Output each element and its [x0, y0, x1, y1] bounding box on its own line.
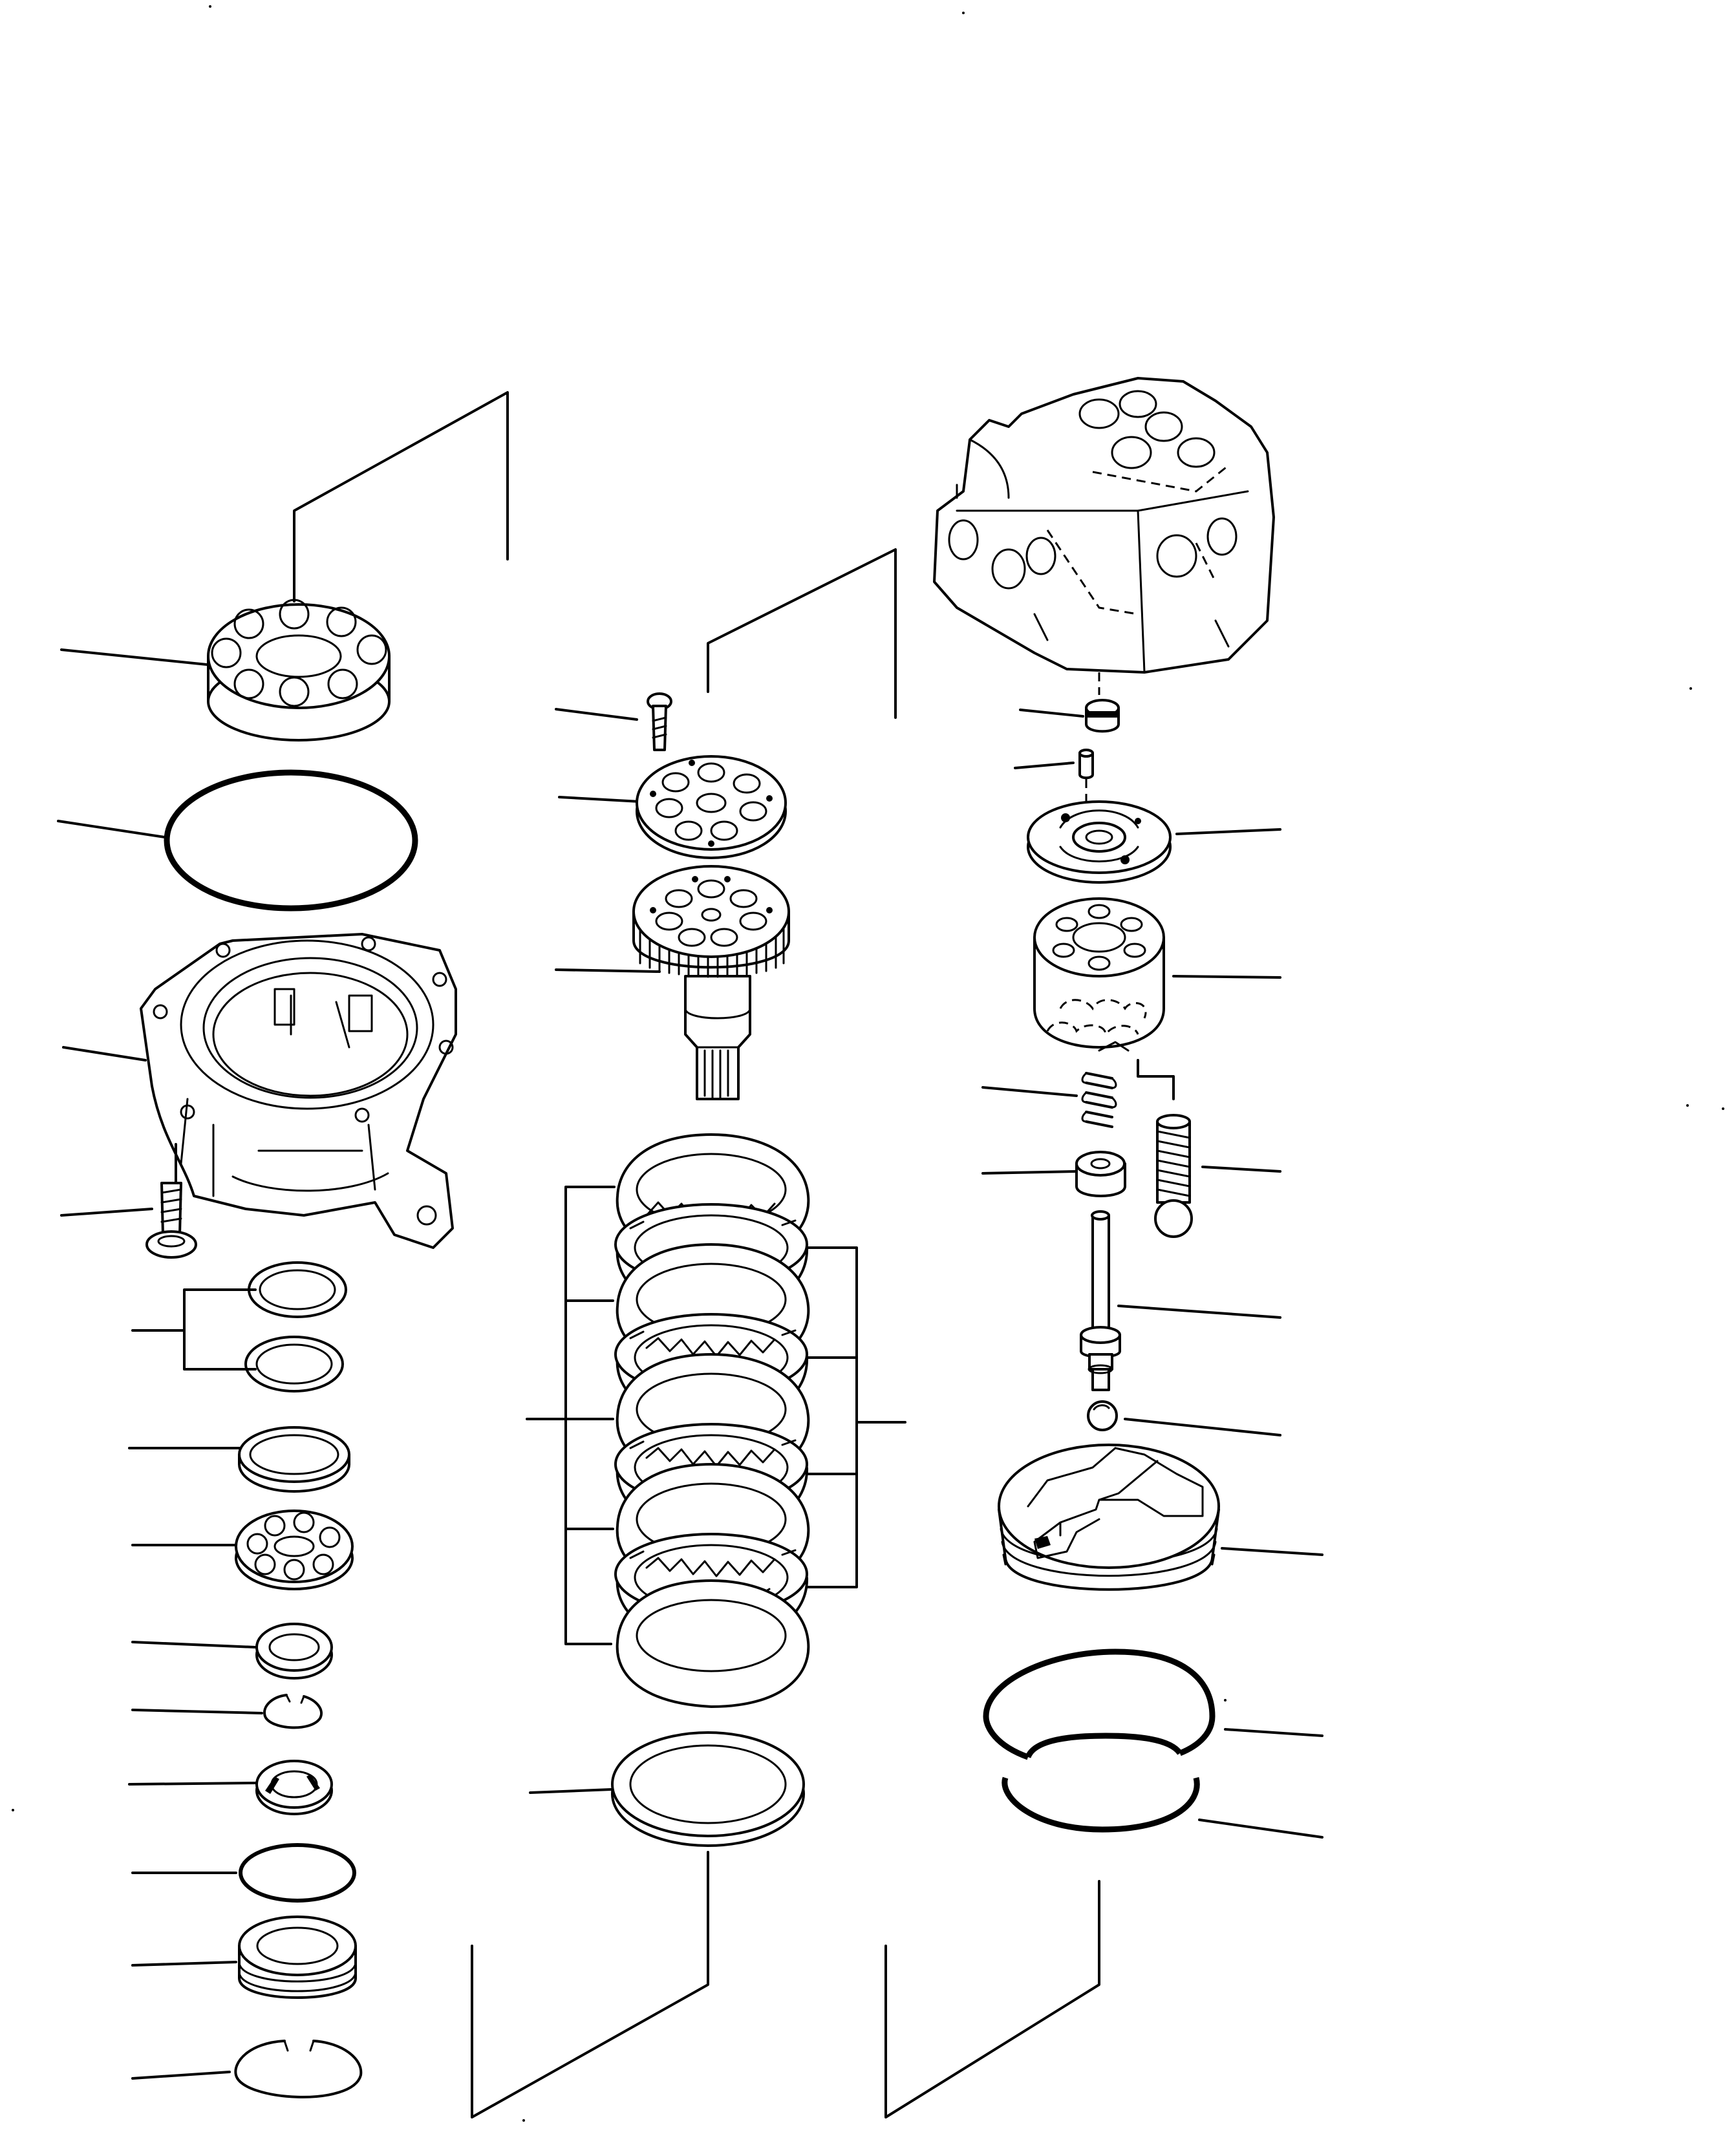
oil-seal	[255, 1623, 333, 1680]
leader-lines	[57, 648, 1323, 2080]
brake-piston	[998, 1444, 1220, 1591]
bracket-bottom-center	[471, 1851, 709, 2118]
ball-bearing-upper	[207, 599, 391, 742]
o-ring-large	[164, 769, 418, 912]
pin	[1078, 749, 1094, 808]
collar	[238, 1915, 357, 1999]
steel-ball	[1087, 1400, 1118, 1431]
friction-left-bracket	[564, 1186, 616, 1645]
cylinder-block	[1033, 897, 1165, 1052]
friction-disc-pack	[614, 1133, 810, 1708]
check-plug	[1085, 699, 1120, 733]
snap-ring-small	[263, 1694, 323, 1729]
shim-upper	[248, 1261, 347, 1318]
ball-bearing-lower	[235, 1510, 354, 1590]
scan-specks	[12, 5, 1724, 2122]
retainer-plate	[636, 755, 787, 859]
bracket-lines	[131, 391, 1175, 2118]
push-rod	[1080, 1210, 1121, 1391]
separator-plate-5	[616, 1579, 810, 1708]
bearing-race	[238, 1426, 350, 1493]
piston-shoe	[1154, 1114, 1193, 1238]
seal-ring	[255, 1760, 333, 1815]
snap-ring-large	[234, 2040, 363, 2098]
o-ring-inner	[1002, 1777, 1200, 1833]
shim-bracket	[183, 1288, 257, 1371]
valve-casing	[933, 377, 1275, 695]
spring-seat	[1075, 1151, 1126, 1197]
shim-lower	[244, 1336, 344, 1392]
thrust-washer	[611, 1731, 805, 1847]
spring	[1081, 1072, 1117, 1128]
shaft-cylinder	[632, 865, 790, 1100]
piston-bracket	[1137, 1059, 1175, 1100]
bracket-top-center	[707, 548, 897, 719]
valve-plate	[1027, 800, 1172, 884]
bracket-top-left	[293, 391, 509, 603]
friction-right-bracket	[800, 1246, 858, 1588]
retainer-screw	[647, 692, 672, 751]
motor-housing	[140, 933, 457, 1249]
o-ring-small	[239, 1843, 356, 1903]
housing-bolt	[145, 1143, 197, 1259]
o-ring-outer	[983, 1649, 1216, 1760]
bracket-bottom-right	[884, 1880, 1100, 2118]
